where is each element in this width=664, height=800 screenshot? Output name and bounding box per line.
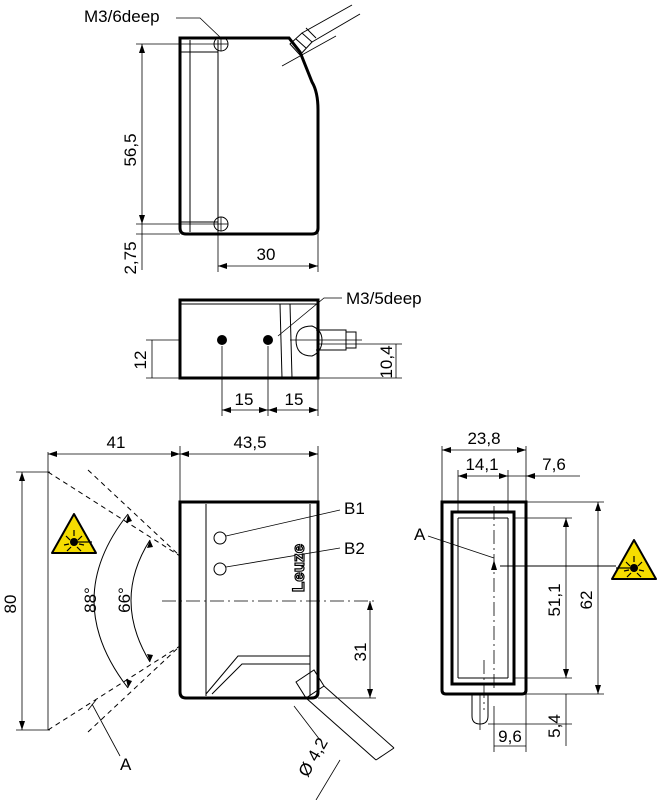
dim-5-4: 5,4 [545, 714, 564, 738]
dim-62: 62 [577, 591, 596, 610]
dim-2-75: 2,75 [121, 241, 140, 274]
end-view: A 23,8 14,1 7,6 51,1 62 5,4 [414, 429, 657, 752]
laser-warning-icon [51, 513, 97, 554]
top-screw-hole-lower [213, 216, 229, 232]
leuze-logo: Leuze [289, 544, 308, 592]
side-hole-left [217, 335, 227, 345]
side-hole-right [263, 335, 273, 345]
side-view-connector [290, 325, 362, 357]
top-thread-label: M3/6deep [84, 7, 160, 26]
top-view-body [178, 36, 320, 236]
arc-66 [130, 539, 151, 663]
side-view: M3/5deep 12 10,4 15 15 [131, 289, 422, 416]
dim-30: 30 [257, 245, 276, 264]
dim-23-8: 23,8 [467, 429, 500, 448]
end-view-window [450, 510, 516, 686]
top-view: M3/6deep 56,5 2,75 30 [84, 4, 361, 275]
dim-7-6: 7,6 [542, 455, 566, 474]
dim-88-deg: 88° [81, 587, 100, 613]
dim-12: 12 [131, 351, 150, 370]
b1-label: B1 [344, 499, 365, 518]
laser-warning-icon [611, 539, 657, 580]
dim-56-5: 56,5 [121, 133, 140, 166]
end-view-body [440, 500, 528, 696]
dim-14-1: 14,1 [465, 455, 498, 474]
mid-thread-label: M3/5deep [346, 289, 422, 308]
a-front-label: A [120, 755, 132, 774]
dim-10-4: 10,4 [377, 345, 396, 378]
led-b1 [213, 531, 227, 545]
dim-31: 31 [351, 643, 370, 662]
top-view-cable [281, 4, 361, 67]
led-b2 [213, 562, 227, 576]
dim-9-6: 9,6 [498, 727, 522, 746]
dim-66-deg: 66° [115, 587, 134, 613]
dim-80: 80 [1, 595, 20, 614]
dim-43-5: 43,5 [233, 433, 266, 452]
dim-dia-4-2: Ø 4,2 [295, 734, 332, 780]
front-view-cable [293, 669, 395, 761]
a-side-label: A [414, 525, 426, 544]
front-view-body [178, 500, 320, 700]
dim-15-left: 15 [235, 390, 254, 409]
dim-15-right: 15 [285, 390, 304, 409]
side-view-body [178, 298, 320, 380]
dim-41: 41 [107, 433, 126, 452]
b2-label: B2 [344, 539, 365, 558]
top-screw-hole-upper [213, 36, 229, 52]
dim-51-1: 51,1 [545, 583, 564, 616]
arc-88 [93, 513, 129, 689]
front-view: B1 B2 Leuze 88° 66° 8 [1, 433, 395, 800]
